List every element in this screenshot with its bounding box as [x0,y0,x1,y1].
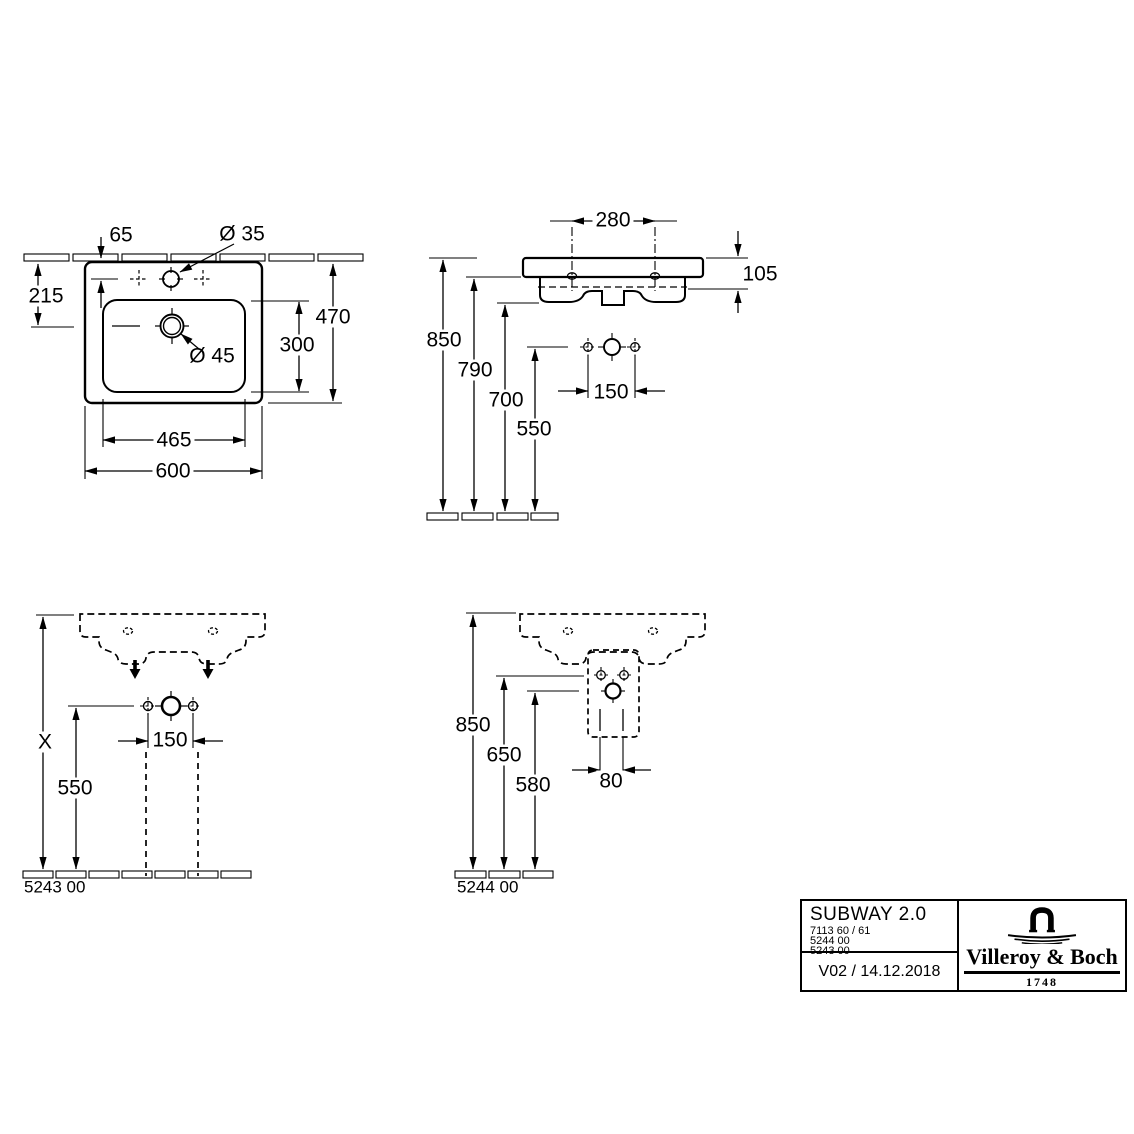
dim-pedestal-drain-centers-label: 150 [149,729,191,751]
dim-bowl-depth-label: 300 [276,334,318,356]
dim-drain-dia-label: Ø 45 [189,344,235,368]
revision-date: V02 / 14.12.2018 [818,962,941,980]
dim-depth-label: 470 [312,306,354,328]
article-number: 7113 60 / 61 [810,925,871,937]
article-number: 5244 00 [810,935,850,947]
brand-founded-year: 1748 [1026,975,1058,989]
dim-tap-hole-dia-label: Ø 35 [219,222,265,246]
dim-fixing-centers-label: 280 [592,209,634,231]
article-number: 5243 00 [810,945,850,957]
villeroy-boch-arch-icon [1007,907,1077,944]
dim-rim-bottom-height-label: 790 [454,359,496,381]
dim-rim-top-height-label: 850 [423,329,465,351]
side-view [426,217,748,521]
product-name: SUBWAY 2.0 [810,904,927,925]
dim-rim-height-label: 105 [742,262,778,286]
dim-pedestal-height-label: X [34,731,56,753]
dim-cover-drain-height-label: 580 [512,774,554,796]
dim-bowl-width-label: 465 [153,429,195,451]
dim-width-label: 600 [152,460,194,482]
pedestal-article-code: 5243 00 [24,877,86,897]
title-block: SUBWAY 2.0 7113 60 / 61 5244 00 5243 00 … [800,899,1127,992]
plan-view [23,237,364,479]
dim-pedestal-drain-height-label: 550 [54,777,96,799]
dim-rear-to-drain-label: 215 [25,285,67,307]
dim-cover-hole-height-label: 650 [483,744,525,766]
dim-bowl-bottom-height-label: 700 [485,389,527,411]
cover-view [454,612,706,879]
cover-article-code: 5244 00 [457,877,519,897]
product-cell: SUBWAY 2.0 7113 60 / 61 5244 00 5243 00 [802,901,957,957]
pedestal-view [22,613,266,879]
dim-drain-centers-label: 150 [590,381,632,403]
dim-drain-height-label: 550 [513,418,555,440]
dim-supply-centers-label: 80 [596,770,626,792]
dim-tap-offset-label: 65 [109,223,133,247]
title-block-left: SUBWAY 2.0 7113 60 / 61 5244 00 5243 00 … [802,901,959,990]
brand-name: Villeroy & Boch [964,944,1120,974]
revision-cell: V02 / 14.12.2018 [802,953,957,990]
dim-cover-rim-top-height-label: 850 [452,714,494,736]
brand-cell: Villeroy & Boch 1748 [959,901,1125,990]
